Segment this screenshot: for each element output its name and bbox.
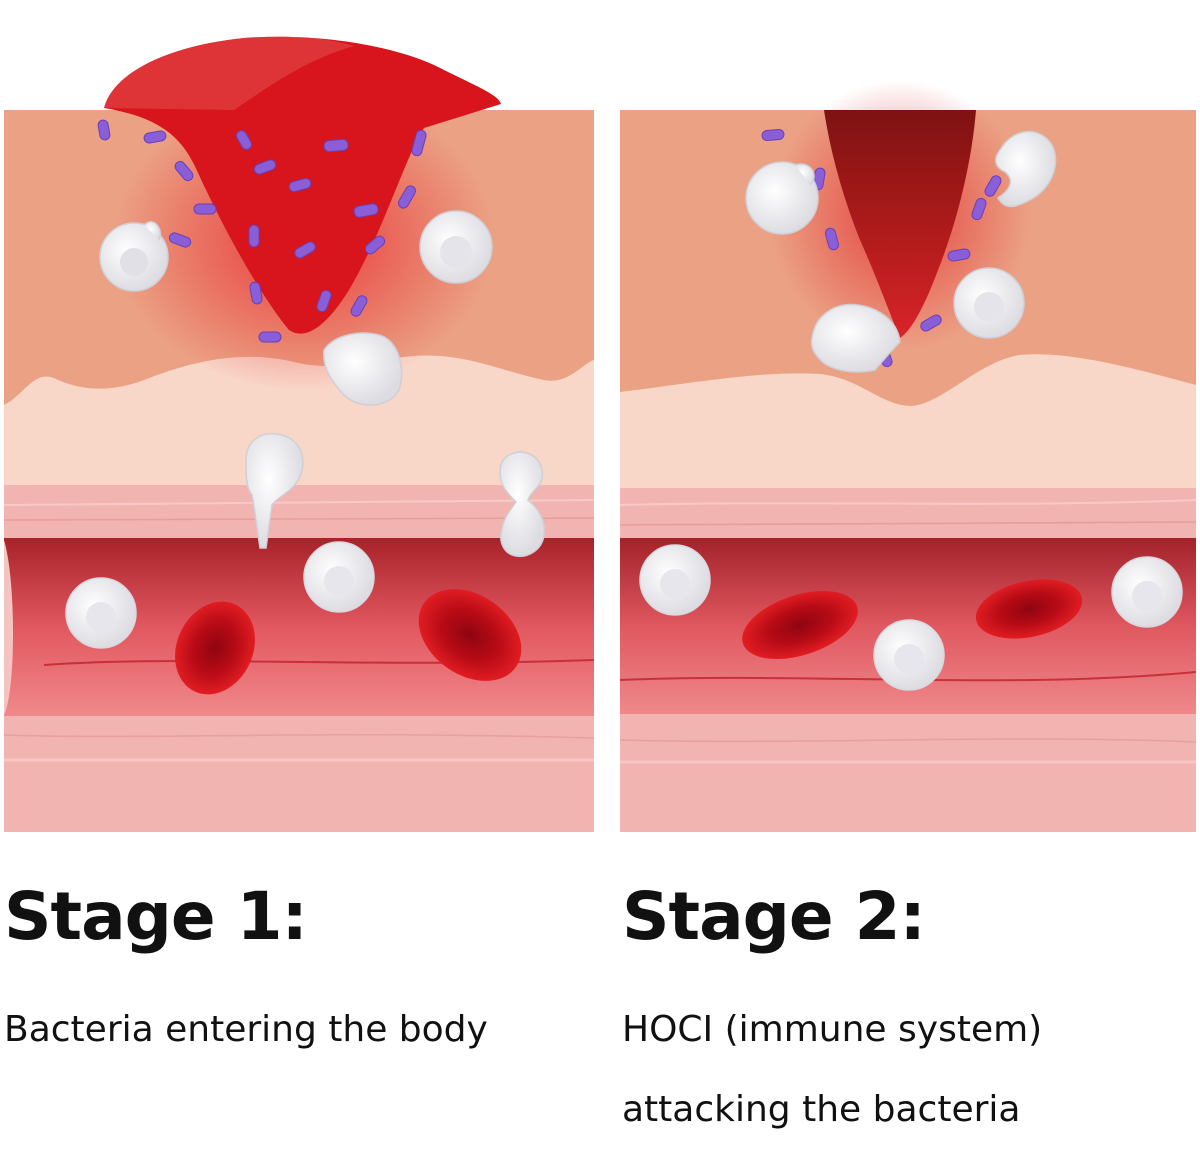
white-blood-cell-engulfing	[994, 130, 1057, 208]
vessel-wall-lower	[620, 714, 1196, 832]
white-blood-cell	[873, 619, 945, 691]
white-blood-cell	[639, 544, 711, 616]
stage-2-caption-line-2: attacking the bacteria	[622, 1089, 1021, 1130]
white-blood-cell	[419, 210, 493, 284]
stage-1-illustration	[4, 0, 594, 832]
white-blood-cell	[65, 577, 137, 649]
stage-2-caption: HOCI (immune system) attacking the bacte…	[622, 990, 1192, 1150]
stage-1-caption-text: Bacteria entering the body	[4, 1009, 488, 1050]
red-blood-cell	[742, 590, 858, 660]
vessel-wall-upper	[4, 485, 594, 540]
white-blood-cell-engulfing	[323, 332, 403, 406]
vessel-wall-upper	[620, 488, 1196, 540]
stage-2-caption-line-1: HOCI (immune system)	[622, 1009, 1043, 1050]
white-blood-cell	[1111, 556, 1183, 628]
vessel-wall-lower	[4, 716, 594, 832]
red-blood-cell	[175, 601, 255, 695]
white-blood-cell-engulfing	[810, 303, 901, 373]
stage-2-illustration	[620, 0, 1196, 832]
white-blood-cell	[953, 267, 1025, 339]
white-blood-cell	[303, 541, 375, 613]
scab	[824, 110, 976, 338]
white-blood-cell	[99, 220, 169, 292]
red-blood-cell	[418, 589, 522, 681]
bacteria-cluster	[97, 119, 427, 360]
stage-1-title: Stage 1:	[4, 878, 308, 955]
red-blood-cell	[975, 579, 1083, 639]
white-blood-cell-diapedesis	[245, 432, 546, 558]
stage-1-caption: Bacteria entering the body	[4, 990, 594, 1070]
stage-2-title: Stage 2:	[622, 878, 926, 955]
white-blood-cell	[745, 161, 819, 235]
